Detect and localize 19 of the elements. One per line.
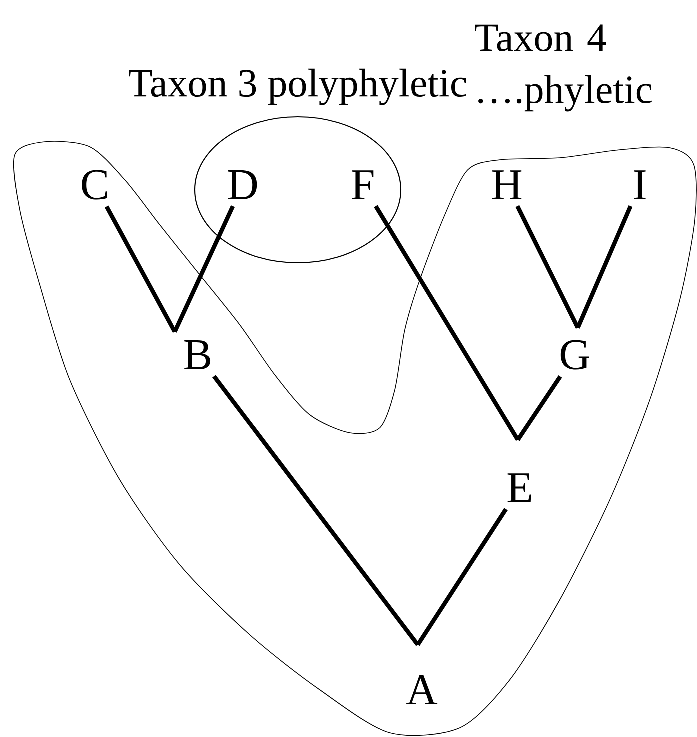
taxon-letter: E — [508, 474, 532, 502]
node-label: Taxon 4 ….phyletic — [475, 24, 652, 112]
tree-branch — [104, 206, 177, 334]
node-label: Taxon 3 polyphyletic — [129, 68, 466, 106]
taxon-letter: C — [82, 170, 108, 200]
tree-branch — [374, 205, 520, 442]
tree-branch — [516, 376, 562, 442]
taxon-letter: F — [352, 170, 374, 200]
tree-branch — [516, 205, 580, 329]
taxon-letter: B — [184, 340, 211, 370]
tree-branch — [212, 375, 420, 646]
taxon-letter: H — [492, 170, 522, 200]
tree-branch — [576, 205, 633, 329]
taxon-letter: I — [634, 170, 646, 200]
tree-branch — [173, 205, 236, 333]
taxon-letter: G — [560, 340, 590, 370]
tree-branch — [416, 508, 508, 646]
taxon-letter: A — [406, 675, 438, 705]
taxon-letter: D — [228, 170, 258, 200]
